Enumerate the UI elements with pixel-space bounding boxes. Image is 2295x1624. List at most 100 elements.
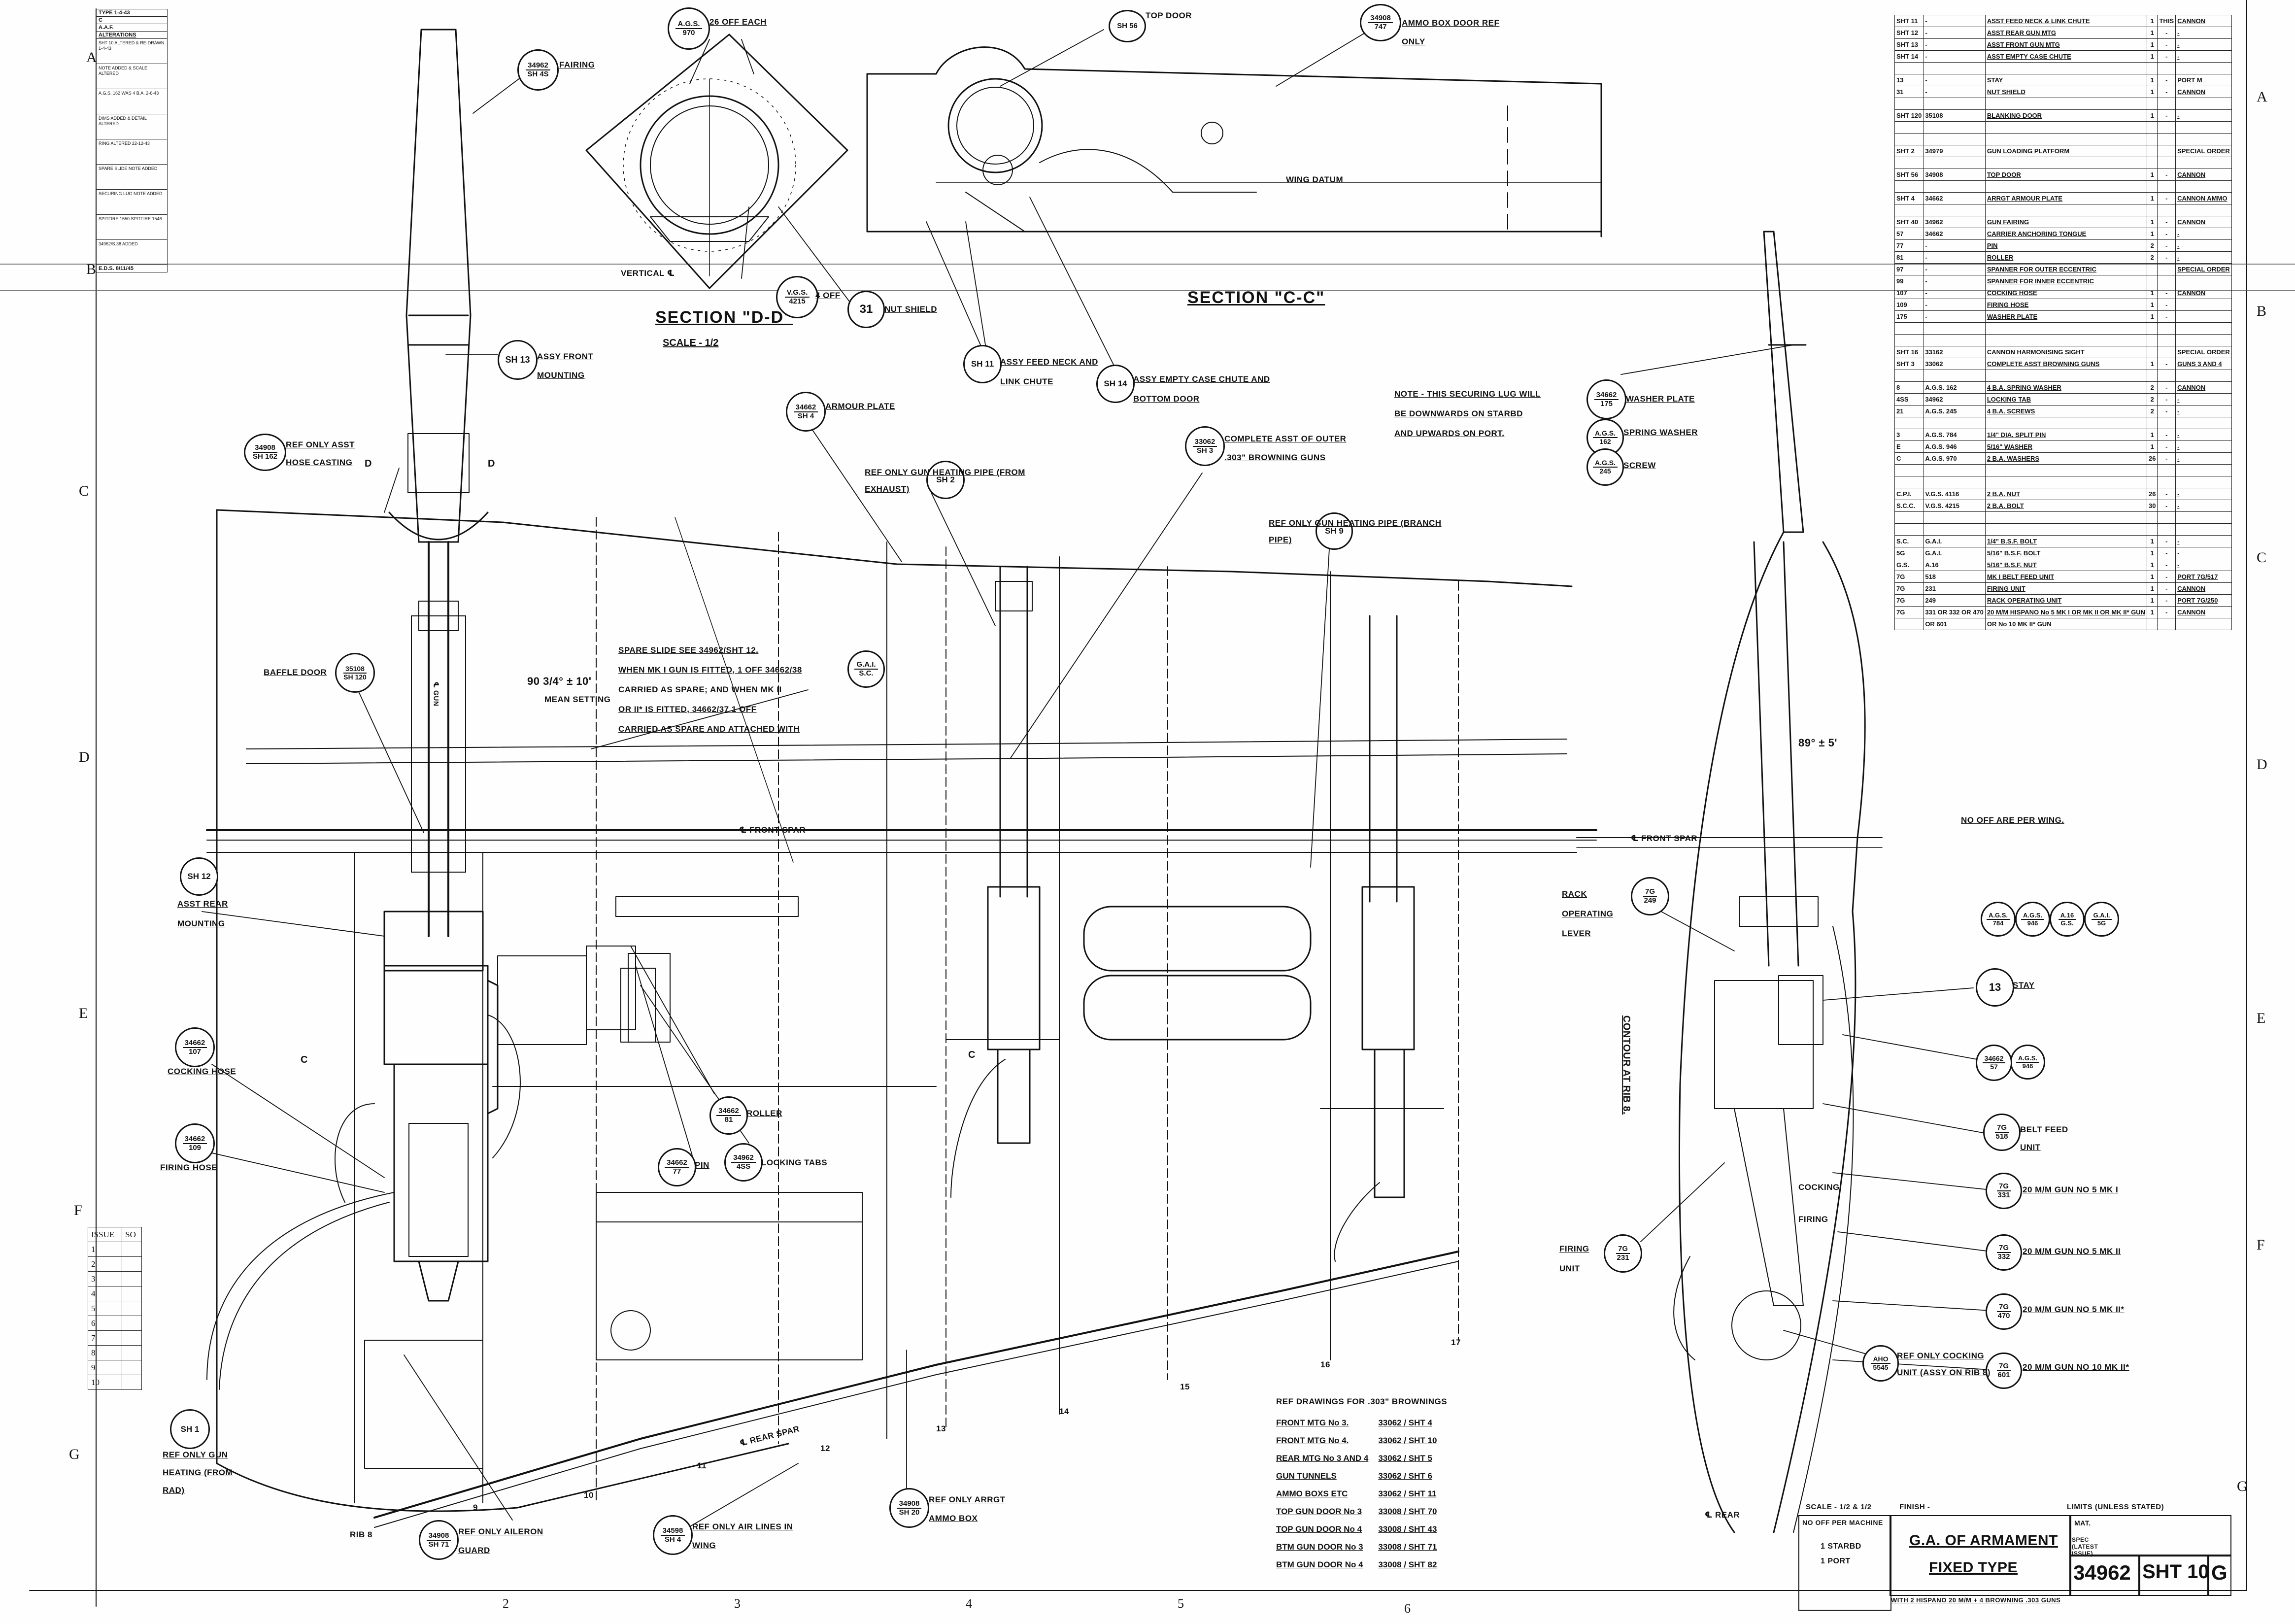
- parts-table-cell: -: [1923, 50, 1986, 63]
- parts-table-cell: GUN LOADING PLATFORM: [1985, 145, 2148, 157]
- parts-table-cell: [2175, 417, 2232, 429]
- drawing-title-line1: G.A. OF ARMAMENT: [1909, 1532, 2058, 1549]
- parts-table-cell: [2157, 157, 2176, 169]
- parts-table-cell: [1894, 464, 1924, 476]
- parts-table-cell: SHT 16: [1894, 346, 1924, 358]
- callout-sh14: SH 14: [1096, 365, 1135, 403]
- parts-table-cell: [1923, 62, 1986, 74]
- alteration-entry: SHT 10 ALTERED & RE-DRAWN 1-4-43: [96, 39, 168, 64]
- parts-table-cell: [1894, 157, 1924, 169]
- parts-table-cell: 4SS: [1894, 393, 1924, 406]
- angle-left: 90 3/4° ± 10': [527, 675, 592, 687]
- parts-table-row: [1894, 133, 2232, 145]
- parts-table-cell: FIRING UNIT: [1985, 582, 2148, 595]
- parts-table-cell: 1: [2147, 440, 2158, 453]
- parts-table-cell: -: [2157, 559, 2176, 571]
- parts-table-cell: [2175, 157, 2232, 169]
- ref-drawings-cell: FRONT MTG No 4.: [1276, 1436, 1349, 1445]
- parts-table-cell: [1894, 98, 1924, 110]
- grid-letter-e-right: E: [2257, 1010, 2266, 1026]
- parts-table-cell: [1894, 133, 1924, 145]
- firing-label: FIRING: [1798, 1215, 1828, 1224]
- parts-table-cell: 2: [2147, 393, 2158, 406]
- parts-table-cell: [2147, 322, 2158, 335]
- parts-table-cell: A.16: [1923, 559, 1986, 571]
- parts-table-cell: CARRIER ANCHORING TONGUE: [1985, 228, 2148, 240]
- parts-table-cell: -: [2175, 228, 2232, 240]
- parts-table-cell: 5/16" B.S.F. BOLT: [1985, 547, 2148, 559]
- callout-gai5g: G.A.I.5G: [2084, 902, 2119, 937]
- callout-ags784: A.G.S.784: [1981, 902, 2016, 937]
- parts-table-cell: [1894, 476, 1924, 488]
- parts-table-cell: [2147, 157, 2158, 169]
- parts-table-cell: -: [2157, 251, 2176, 264]
- parts-table-cell: G.S.: [1894, 559, 1924, 571]
- parts-table-cell: 1/4" B.S.F. BOLT: [1985, 535, 2148, 547]
- parts-table-cell: 1: [2147, 74, 2158, 86]
- callout-stay: 13: [1976, 968, 2014, 1007]
- parts-table-cell: FIRING HOSE: [1985, 299, 2148, 311]
- parts-table-cell: 1: [2147, 15, 2158, 27]
- callout-vgs4215-label: 4 OFF: [815, 291, 841, 300]
- parts-table-cell: -: [2157, 109, 2176, 122]
- parts-table-cell: [1894, 417, 1924, 429]
- parts-table-cell: 26: [2147, 452, 2158, 465]
- parts-table-row: [1894, 464, 2232, 476]
- parts-table-cell: -: [2175, 500, 2232, 512]
- parts-table-cell: [2147, 370, 2158, 382]
- title-spec: SPEC (LATEST ISSUE): [2072, 1536, 2098, 1557]
- grid-letter-e-left: E: [79, 1005, 88, 1021]
- parts-table-cell: 1: [2147, 192, 2158, 204]
- parts-table-cell: -: [1923, 239, 1986, 252]
- parts-table-cell: CANNON: [2175, 381, 2232, 394]
- issue-row: 7: [87, 1330, 123, 1346]
- parts-table-cell: -: [1923, 38, 1986, 51]
- parts-table-cell: 4 B.A. SPRING WASHER: [1985, 381, 2148, 394]
- callout-ammobox-label: AMMO BOX DOOR REF ONLY: [1402, 18, 1500, 46]
- parts-table-cell: [2157, 618, 2176, 630]
- parts-table-cell: [2175, 464, 2232, 476]
- parts-table-cell: 1: [2147, 228, 2158, 240]
- section-mark-c-right: C: [968, 1049, 976, 1060]
- ref-drawings-row: FRONT MTG No 3.33062 / SHT 4: [1271, 1414, 1442, 1432]
- off-per-wing-label: No OFF ARE PER WING.: [1961, 815, 2064, 825]
- parts-table-cell: -: [2175, 38, 2232, 51]
- alteration-entry: RING ALTERED 22-12-43: [96, 139, 168, 165]
- parts-table-cell: S.C.C.: [1894, 500, 1924, 512]
- parts-table-cell: 1: [2147, 310, 2158, 323]
- parts-table-cell: [1894, 618, 1924, 630]
- parts-table-cell: [1985, 62, 2148, 74]
- grid-number-4: 4: [966, 1596, 972, 1611]
- parts-table-cell: 26: [2147, 488, 2158, 500]
- callout-screw: A.G.S.245: [1586, 448, 1624, 486]
- parts-table-cell: [2147, 121, 2158, 134]
- callout-sh13: SH 13: [498, 340, 538, 380]
- parts-table-cell: [1894, 204, 1924, 216]
- parts-table-cell: -: [2157, 405, 2176, 417]
- parts-table-cell: 3: [1894, 429, 1924, 441]
- grid-letter-a-right: A: [2257, 89, 2267, 105]
- parts-table-cell: SHT 2: [1894, 145, 1924, 157]
- rear-spar-right-label: ℄ REAR: [1705, 1510, 1740, 1520]
- parts-table-cell: [1923, 204, 1986, 216]
- parts-table-cell: [1985, 523, 2148, 536]
- parts-table-row: [1894, 157, 2232, 169]
- parts-table-cell: [1894, 523, 1924, 536]
- parts-table-cell: -: [2175, 559, 2232, 571]
- callout-screw-label: SCREW: [1623, 461, 1656, 470]
- callout-ags970: A.G.S.970: [668, 7, 710, 50]
- vertical-label: VERTICAL ℄: [621, 269, 675, 278]
- parts-table-cell: 1: [2147, 287, 2158, 299]
- section-mark-d-right: D: [488, 458, 495, 469]
- parts-table-cell: 34962: [1923, 393, 1986, 406]
- contour-label: CONTOUR AT RIB 8.: [1621, 1015, 1632, 1115]
- parts-table-cell: [1894, 370, 1924, 382]
- callout-sh9-label: REF ONLY GUN HEATING PIPE (BRANCH PIPE): [1269, 518, 1442, 544]
- parts-table-cell: GUN FAIRING: [1985, 216, 2148, 228]
- parts-table-cell: [1923, 157, 1986, 169]
